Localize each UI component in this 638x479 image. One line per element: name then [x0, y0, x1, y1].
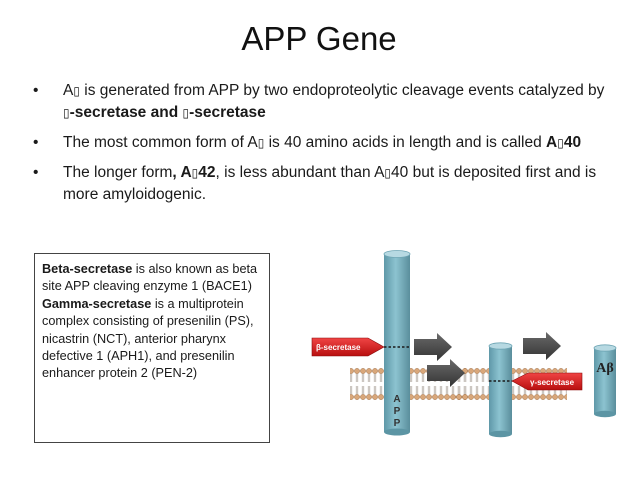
- missing-glyph: ▯: [257, 136, 265, 150]
- missing-glyph: ▯: [182, 106, 190, 120]
- bullet-text: , is less abundant than A: [215, 164, 385, 181]
- bullet-dot: •: [33, 164, 39, 181]
- arrow-right-icon: [427, 359, 465, 387]
- bullet-text: 40 but is deposited first and is more am…: [63, 164, 597, 203]
- bullet-list: • A▯ is generated from APP by two endopr…: [30, 80, 605, 213]
- gamma-secretase-label: γ-secretase: [530, 378, 575, 387]
- bullet-text: 42: [198, 164, 216, 181]
- bullet-text: The most common form of A: [63, 134, 258, 151]
- gamma-secretase-desc: is a multiprotein complex consisting of …: [42, 296, 254, 381]
- arrow-right-icon: [414, 333, 452, 361]
- app-protein: A P P: [383, 250, 411, 436]
- missing-glyph: ▯: [191, 166, 199, 180]
- gamma-secretase-enzyme: γ-secretase: [511, 372, 583, 391]
- bullet-item: • The longer form, A▯42, is less abundan…: [30, 162, 605, 205]
- bullet-text: , A: [172, 164, 192, 181]
- bullet-text: -secretase and: [69, 104, 183, 121]
- bullet-item: • The most common form of A▯ is 40 amino…: [30, 132, 605, 154]
- bullet-text: is 40 amino acids in length and is calle…: [264, 134, 547, 151]
- bullet-text: The longer form: [63, 164, 173, 181]
- beta-secretase-label: β-secretase: [316, 343, 361, 352]
- missing-glyph: ▯: [63, 106, 70, 120]
- app-letter: P: [394, 418, 401, 429]
- bullet-item: • A▯ is generated from APP by two endopr…: [30, 80, 605, 124]
- beta-secretase-enzyme: β-secretase: [311, 337, 385, 357]
- bullet-dot: •: [33, 82, 39, 99]
- gamma-secretase-term: Gamma-secretase: [42, 296, 152, 311]
- missing-glyph: ▯: [73, 84, 80, 98]
- bullet-text: A: [546, 134, 558, 151]
- bullet-text: is generated from APP by two endoproteol…: [79, 82, 605, 99]
- arrow-right-icon: [523, 332, 561, 360]
- missing-glyph: ▯: [384, 166, 392, 180]
- app-letter: A: [393, 394, 400, 405]
- bullet-text: -secretase: [189, 104, 266, 121]
- slide-title: APP Gene: [241, 20, 397, 57]
- beta-secretase-desc: is also known as beta site APP cleaving …: [42, 262, 258, 294]
- bullet-dot: •: [33, 134, 39, 151]
- c99-fragment: [488, 342, 513, 438]
- app-cleavage-diagram: A P P β-secretase γ-secretase: [311, 250, 617, 438]
- bullet-text: 40: [563, 134, 582, 151]
- missing-glyph: ▯: [557, 136, 564, 150]
- abeta-label: Aβ: [596, 361, 614, 376]
- abeta-peptide: Aβ: [593, 344, 617, 418]
- app-letter: P: [394, 406, 401, 417]
- beta-secretase-term: Beta-secretase: [42, 262, 133, 276]
- secretase-info-box: Beta-secretase is also known as beta sit…: [34, 253, 270, 443]
- bullet-text: A: [63, 82, 74, 99]
